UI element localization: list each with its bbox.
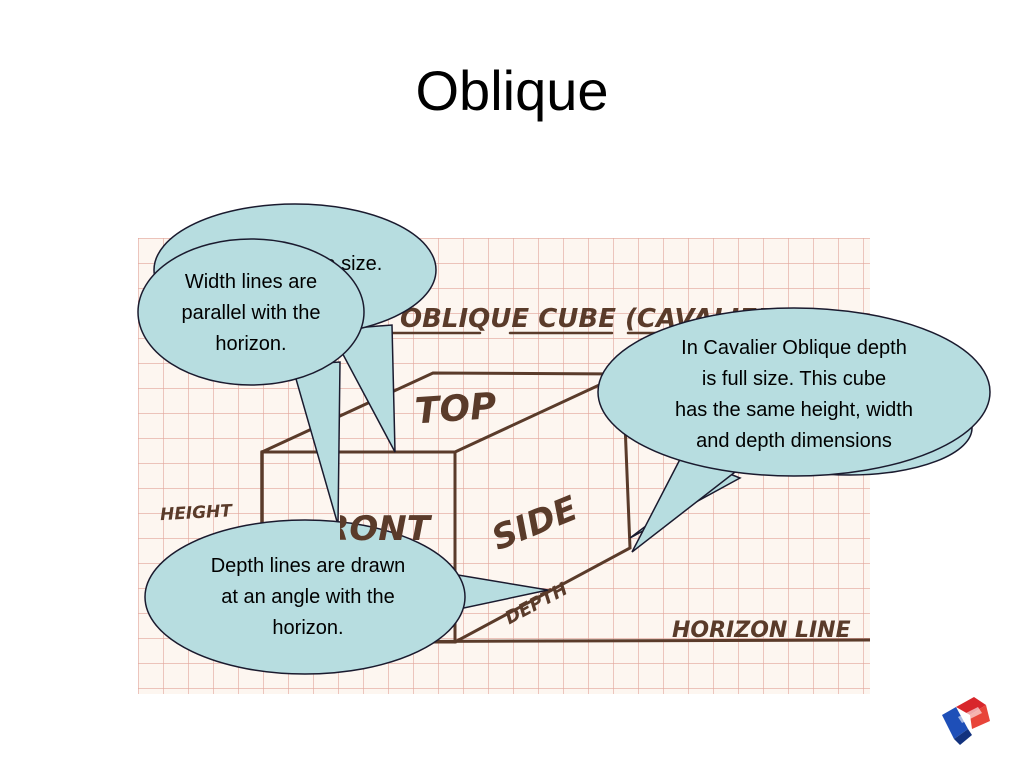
callout-line: at an angle with the (221, 586, 395, 608)
height-label: HEIGHT (160, 501, 234, 525)
cube-top-face (260, 371, 624, 454)
callout-line: Width lines are (184, 271, 318, 293)
callout-line: horizon. (215, 333, 287, 355)
callout-line: parallel with the (181, 302, 321, 324)
callout-line: has the same height, width (675, 399, 913, 421)
callout-line: Depth lines are drawn (210, 555, 406, 577)
callout-depth-lines-text: Depth lines are drawn at an angle with t… (160, 551, 456, 644)
horizon-label: HORIZON LINE (672, 618, 851, 643)
callout-bubble (144, 519, 466, 675)
callout-line: and depth dimensions (696, 430, 892, 452)
slide-title: Oblique (415, 59, 609, 122)
face-label-top: TOP (414, 386, 498, 433)
callout-width-lines-text: Width lines are parallel with the horizo… (146, 267, 356, 360)
callout-bubble (137, 238, 365, 386)
callout-width-lines (137, 238, 365, 526)
callout-line: is full size. This cube (701, 368, 887, 390)
callout-line: In Cavalier Oblique depth (681, 337, 907, 359)
callout-cavalier (597, 307, 991, 553)
red-blue-arrow-logo-icon (942, 697, 990, 745)
callout-depth-lines (144, 519, 549, 675)
callout-line: horizon. (272, 617, 344, 639)
callout-cavalier-text: In Cavalier Oblique depth is full size. … (620, 333, 968, 457)
callout-bubble (597, 307, 991, 477)
